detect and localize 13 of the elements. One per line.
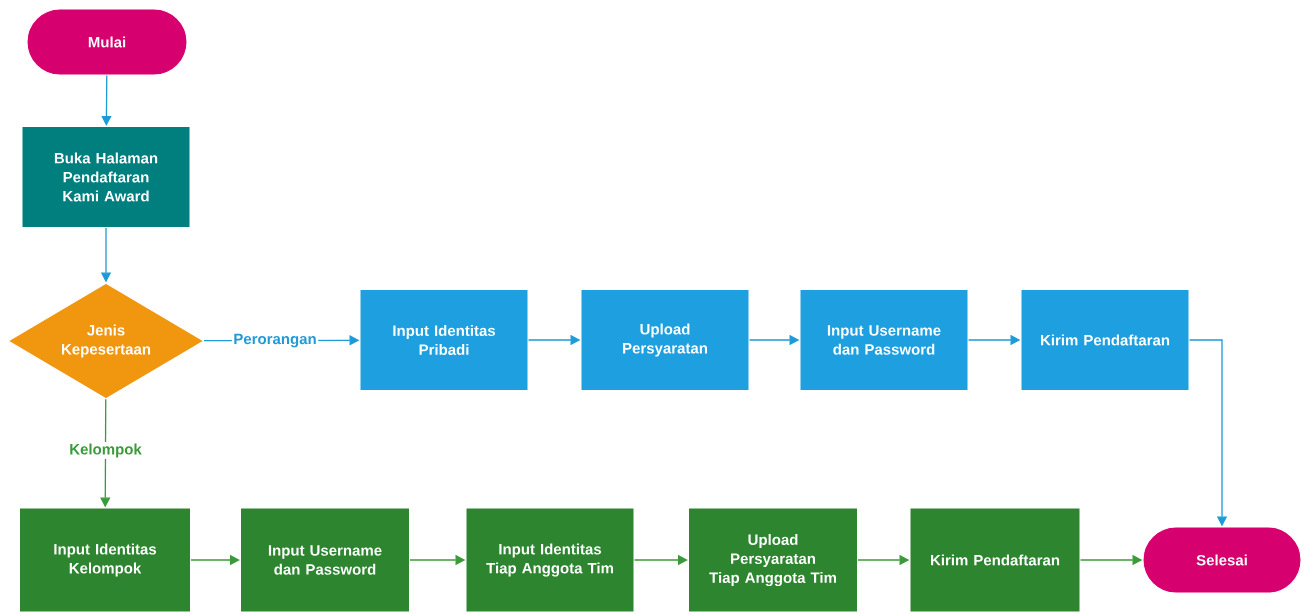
process-box: Buka Halaman Pendaftaran Kami Award: [21, 126, 191, 228]
process-box: Kirim Pendaftaran: [909, 507, 1081, 613]
process-box: Upload Persyaratan Tiap Anggota Tim: [688, 507, 858, 613]
edge-label: Perorangan: [231, 332, 319, 349]
process-box: Upload Persyaratan: [580, 289, 750, 391]
process-box: Input Username dan Password: [799, 289, 969, 391]
process-box: Input Identitas Pribadi: [359, 289, 529, 391]
edge-label: Kelompok: [67, 442, 144, 459]
process-box: Input Identitas Kelompok: [19, 507, 191, 613]
process-box: Input Identitas Tiap Anggota Tim: [465, 507, 635, 613]
process-box: Input Username dan Password: [240, 507, 410, 613]
arrow: [101, 74, 112, 126]
process-box: Kirim Pendaftaran: [1020, 289, 1190, 391]
